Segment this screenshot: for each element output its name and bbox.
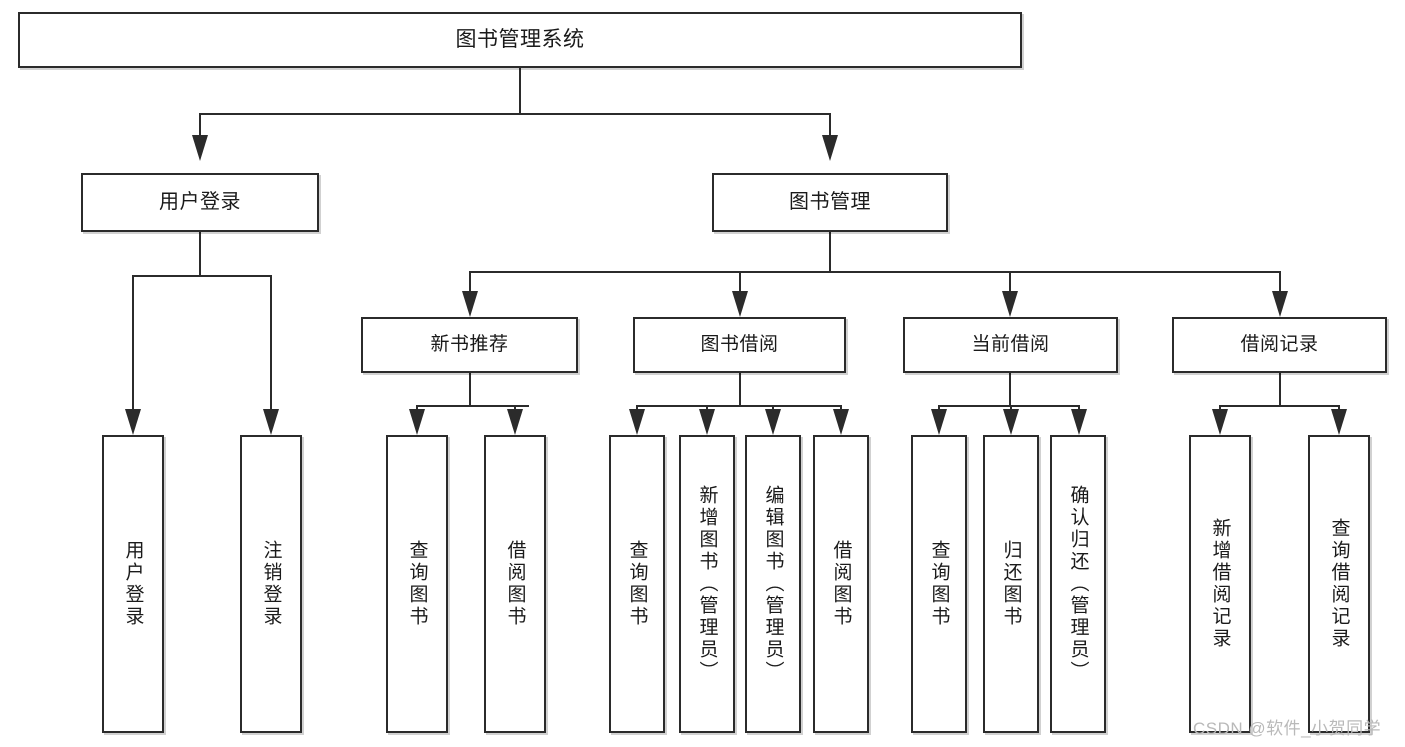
node-label: 新增借阅记录 <box>1209 518 1231 650</box>
node-leaf-confirm-return[interactable]: 确认归还（管理员） <box>1050 435 1106 733</box>
connector-recommend-bar <box>416 405 529 407</box>
node-label: 新增图书（管理员） <box>696 485 718 683</box>
arrow-to-leaf-confirm-return <box>1071 409 1087 435</box>
node-label: 查询图书 <box>406 540 428 628</box>
node-leaf-return-book[interactable]: 归还图书 <box>983 435 1039 733</box>
node-current-borrow[interactable]: 当前借阅 <box>903 317 1118 373</box>
node-leaf-borrow-book-1[interactable]: 借阅图书 <box>484 435 546 733</box>
connector-bookmanage-drop-2 <box>739 271 741 291</box>
connector-bookmanage-drop-3 <box>1009 271 1011 291</box>
connector-bookborrow-drop-2 <box>706 405 708 409</box>
node-label: 图书管理系统 <box>455 27 585 51</box>
node-label: 借阅图书 <box>830 540 852 628</box>
arrow-to-leaf-query-book-2 <box>629 409 645 435</box>
connector-currentborrow-bar <box>938 405 1080 407</box>
node-label: 图书管理 <box>789 191 871 213</box>
connector-recommend-drop-2 <box>514 405 516 409</box>
arrow-to-leaf-borrow-book-2 <box>833 409 849 435</box>
node-label: 查询借阅记录 <box>1328 518 1350 650</box>
node-label: 确认归还（管理员） <box>1067 485 1089 683</box>
arrow-to-new-book-recommend <box>462 291 478 317</box>
arrow-to-leaf-edit-book <box>765 409 781 435</box>
node-new-book-recommend[interactable]: 新书推荐 <box>361 317 578 373</box>
node-label: 当前借阅 <box>971 334 1050 356</box>
connector-root-drop-left <box>199 113 201 135</box>
connector-root-trunk <box>519 68 521 113</box>
connector-userlogin-drop-2 <box>270 275 272 409</box>
arrow-to-leaf-add-record <box>1212 409 1228 435</box>
connector-bookborrow-drop-3 <box>772 405 774 409</box>
node-label: 图书借阅 <box>700 334 779 356</box>
connector-recommend-trunk <box>469 373 471 405</box>
connector-recommend-drop-1 <box>416 405 418 409</box>
connector-bookborrow-bar <box>636 405 842 407</box>
node-leaf-user-login[interactable]: 用户登录 <box>102 435 164 733</box>
connector-userlogin-drop-1 <box>132 275 134 409</box>
node-leaf-query-book-2[interactable]: 查询图书 <box>609 435 665 733</box>
node-label: 编辑图书（管理员） <box>762 485 784 683</box>
connector-bookmanage-bar <box>469 271 1280 273</box>
node-leaf-query-record[interactable]: 查询借阅记录 <box>1308 435 1370 733</box>
connector-bookmanage-trunk <box>829 232 831 271</box>
connector-borrowrecord-trunk <box>1279 373 1281 405</box>
arrow-to-leaf-borrow-book-1 <box>507 409 523 435</box>
connector-bookmanage-drop-4 <box>1279 271 1281 291</box>
connector-userlogin-trunk <box>199 232 201 275</box>
node-leaf-logout[interactable]: 注销登录 <box>240 435 302 733</box>
node-leaf-edit-book[interactable]: 编辑图书（管理员） <box>745 435 801 733</box>
node-label: 借阅图书 <box>504 540 526 628</box>
node-label: 用户登录 <box>122 540 144 628</box>
connector-root-drop-right <box>829 113 831 135</box>
node-label: 归还图书 <box>1000 540 1022 628</box>
connector-currentborrow-drop-2 <box>1010 405 1012 409</box>
arrow-to-leaf-return-book <box>1003 409 1019 435</box>
connector-borrowrecord-drop-1 <box>1219 405 1221 409</box>
node-book-borrow[interactable]: 图书借阅 <box>633 317 846 373</box>
node-user-login[interactable]: 用户登录 <box>81 173 319 232</box>
arrow-to-current-borrow <box>1002 291 1018 317</box>
arrow-to-leaf-query-book-3 <box>931 409 947 435</box>
arrow-to-leaf-logout <box>263 409 279 435</box>
connector-borrowrecord-drop-2 <box>1338 405 1340 409</box>
connector-currentborrow-drop-3 <box>1078 405 1080 409</box>
arrow-to-leaf-add-book <box>699 409 715 435</box>
node-leaf-query-book-3[interactable]: 查询图书 <box>911 435 967 733</box>
arrow-to-user-login <box>192 135 208 161</box>
connector-bookborrow-drop-1 <box>636 405 638 409</box>
connector-userlogin-bar <box>132 275 272 277</box>
node-label: 查询图书 <box>626 540 648 628</box>
node-label: 查询图书 <box>928 540 950 628</box>
node-leaf-add-book[interactable]: 新增图书（管理员） <box>679 435 735 733</box>
node-label: 借阅记录 <box>1240 334 1319 356</box>
node-borrow-record[interactable]: 借阅记录 <box>1172 317 1387 373</box>
connector-root-bar <box>199 113 831 115</box>
node-label: 用户登录 <box>159 191 241 213</box>
node-book-manage[interactable]: 图书管理 <box>712 173 948 232</box>
node-leaf-add-record[interactable]: 新增借阅记录 <box>1189 435 1251 733</box>
arrow-to-leaf-query-record <box>1331 409 1347 435</box>
connector-bookborrow-drop-4 <box>840 405 842 409</box>
node-label: 新书推荐 <box>430 334 509 356</box>
node-leaf-borrow-book-2[interactable]: 借阅图书 <box>813 435 869 733</box>
arrow-to-leaf-query-book-1 <box>409 409 425 435</box>
arrow-to-leaf-user-login <box>125 409 141 435</box>
node-leaf-query-book-1[interactable]: 查询图书 <box>386 435 448 733</box>
arrow-to-book-manage <box>822 135 838 161</box>
connector-currentborrow-trunk <box>1009 373 1011 405</box>
arrow-to-borrow-record <box>1272 291 1288 317</box>
node-root-system[interactable]: 图书管理系统 <box>18 12 1022 68</box>
connector-bookmanage-drop-1 <box>469 271 471 291</box>
arrow-to-book-borrow <box>732 291 748 317</box>
connector-currentborrow-drop-1 <box>938 405 940 409</box>
node-label: 注销登录 <box>260 540 282 628</box>
connector-bookborrow-trunk <box>739 373 741 405</box>
connector-borrowrecord-bar <box>1219 405 1339 407</box>
